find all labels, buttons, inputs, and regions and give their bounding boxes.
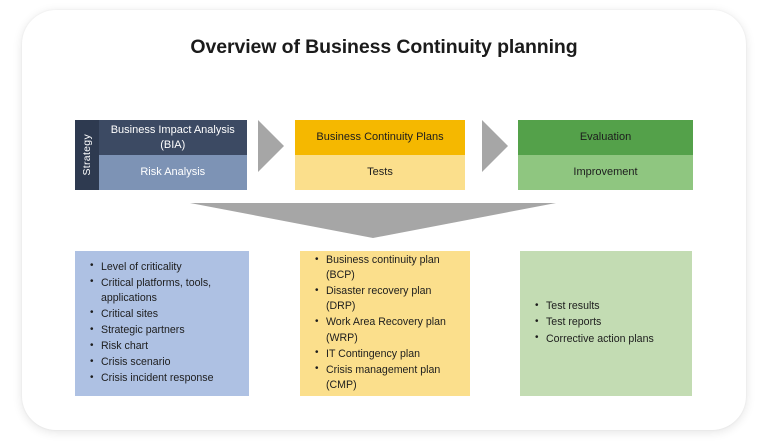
list-item: Work Area Recovery plan (WRP) xyxy=(315,315,460,345)
detail-box-evaluation: Test results Test reports Corrective act… xyxy=(520,251,692,396)
detail-list-plans: Business continuity plan (BCP) Disaster … xyxy=(300,253,470,393)
list-item: Risk chart xyxy=(90,339,239,354)
stage-cell-business-impact-analysis[interactable]: Business Impact Analysis (BIA) xyxy=(98,120,247,155)
page-title: Overview of Business Continuity planning xyxy=(190,36,578,58)
stage-cell-risk-analysis[interactable]: Risk Analysis xyxy=(98,155,247,190)
list-item: Crisis management plan (CMP) xyxy=(315,362,460,393)
list-item: Critical sites xyxy=(90,306,239,322)
list-item: Critical platforms, tools, applications xyxy=(90,275,239,306)
list-item: Corrective action plans xyxy=(535,331,682,347)
diagram-card: Overview of Business Continuity planning… xyxy=(22,10,746,430)
list-item: Strategic partners xyxy=(90,322,239,338)
list-item: Test results xyxy=(535,299,682,314)
detail-list-strategy: Level of criticality Critical platforms,… xyxy=(75,259,249,387)
down-arrow xyxy=(190,202,556,238)
list-item: Disaster recovery plan (DRP) xyxy=(315,284,460,314)
detail-box-strategy: Level of criticality Critical platforms,… xyxy=(75,251,249,396)
list-item: IT Contingency plan xyxy=(315,346,460,362)
list-item: Level of criticality xyxy=(90,259,239,275)
detail-box-plans: Business continuity plan (BCP) Disaster … xyxy=(300,251,470,396)
detail-list-evaluation: Test results Test reports Corrective act… xyxy=(520,299,692,347)
stage-rows-evaluation: Evaluation Improvement xyxy=(518,120,693,190)
stage-rows-plans: Business Continuity Plans Tests xyxy=(295,120,465,190)
list-item: Business continuity plan (BCP) xyxy=(315,253,460,283)
right-chevron-arrow-1 xyxy=(256,118,286,174)
stage-cell-improvement[interactable]: Improvement xyxy=(518,155,693,190)
list-item: Crisis incident response xyxy=(90,371,239,386)
right-chevron-arrow-2 xyxy=(480,118,510,174)
stage-cell-business-continuity-plans[interactable]: Business Continuity Plans xyxy=(295,120,465,155)
stage-block-plans: Business Continuity Plans Tests xyxy=(295,120,465,190)
stage-block-strategy: Strategy Business Impact Analysis (BIA) … xyxy=(75,120,247,190)
stage-strip-strategy: Strategy xyxy=(75,120,99,190)
stage-block-evaluation: Evaluation Improvement xyxy=(518,120,693,190)
list-item: Crisis scenario xyxy=(90,355,239,370)
stage-rows-strategy: Business Impact Analysis (BIA) Risk Anal… xyxy=(98,120,247,190)
list-item: Test reports xyxy=(535,315,682,330)
stage-cell-tests[interactable]: Tests xyxy=(295,155,465,190)
stage-cell-evaluation[interactable]: Evaluation xyxy=(518,120,693,155)
stage-strip-label-strategy: Strategy xyxy=(80,134,93,176)
